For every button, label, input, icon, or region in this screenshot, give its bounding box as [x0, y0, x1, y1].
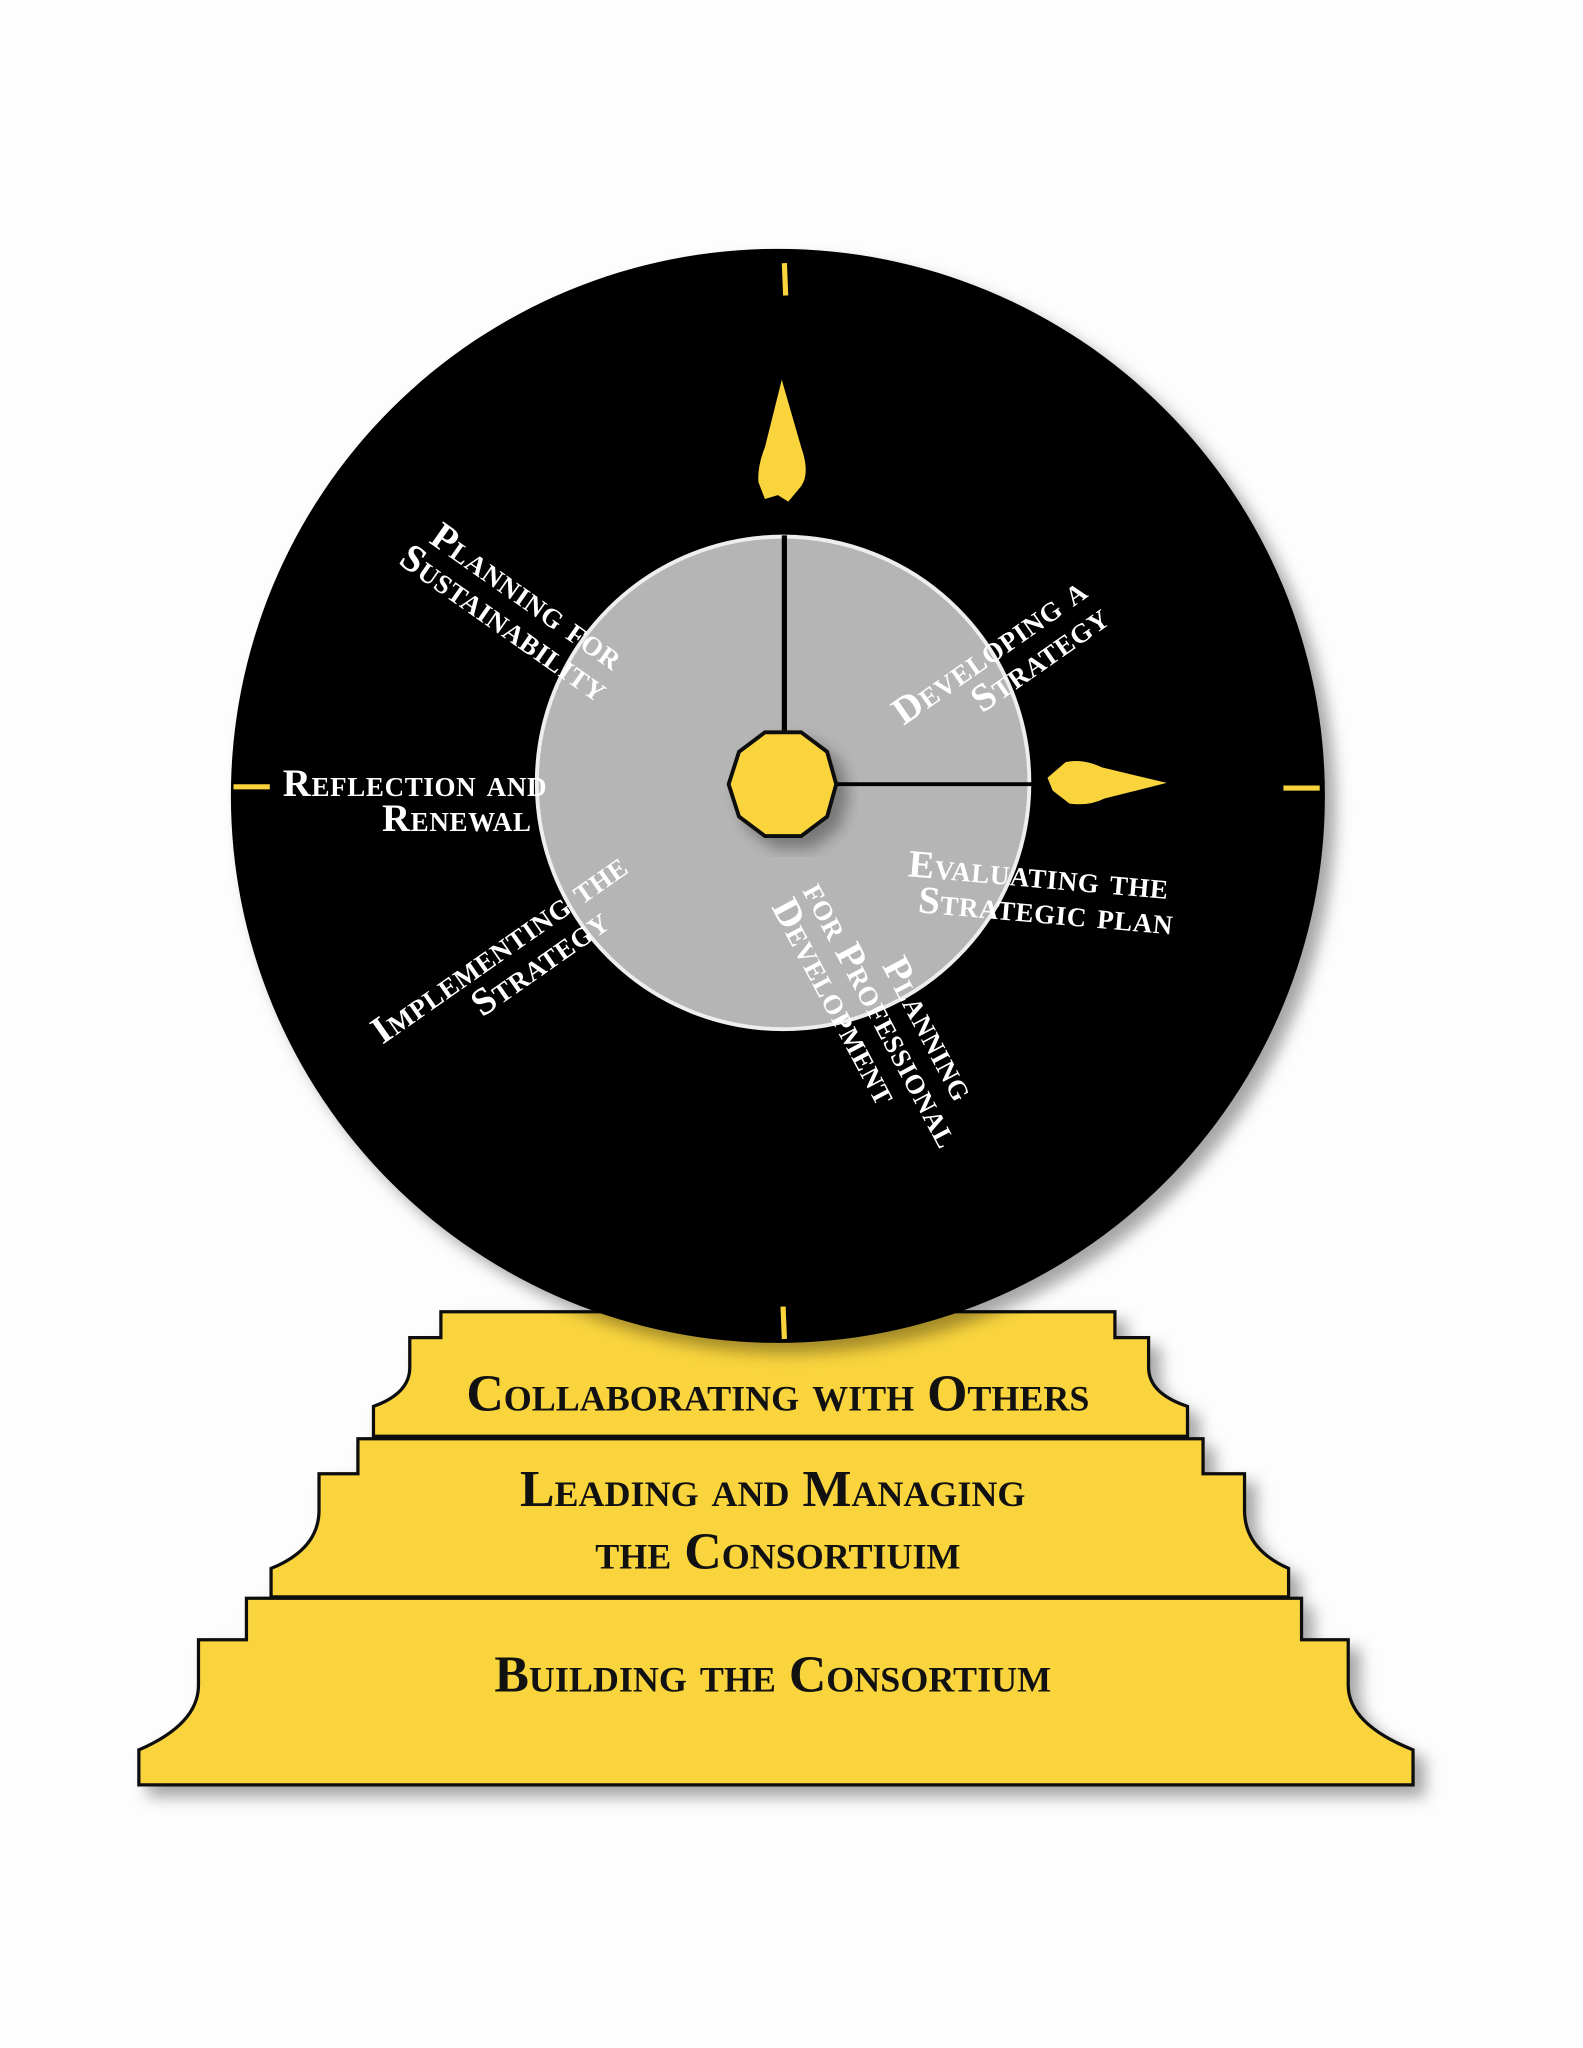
pedestal-label-collaborating: Collaborating with Others: [466, 1365, 1089, 1422]
minute-hand-tip-icon: [758, 379, 806, 502]
tick-6: [780, 1306, 787, 1340]
pedestal-label-building: Building the Consortium: [494, 1647, 1051, 1704]
pedestal-label-leading-2: the Consortiuim: [595, 1523, 960, 1580]
pedestal-label-leading-1: Leading and Managing: [520, 1461, 1025, 1518]
svg-text:Renewal: Renewal: [382, 797, 532, 840]
label-reflection-renewal: Reflection and Renewal: [283, 762, 547, 840]
svg-text:Reflection and: Reflection and: [283, 762, 547, 805]
hour-hand-tip-icon: [1047, 761, 1167, 805]
tick-marks: [233, 263, 1320, 1340]
pedestal-tier-bottom: [137, 1596, 1415, 1787]
pedestal-tier-top: [371, 1310, 1190, 1438]
pedestal: [137, 1310, 1415, 1787]
tick-12: [781, 263, 789, 296]
hub: [726, 730, 839, 838]
pedestal-tier-middle: [269, 1437, 1291, 1599]
